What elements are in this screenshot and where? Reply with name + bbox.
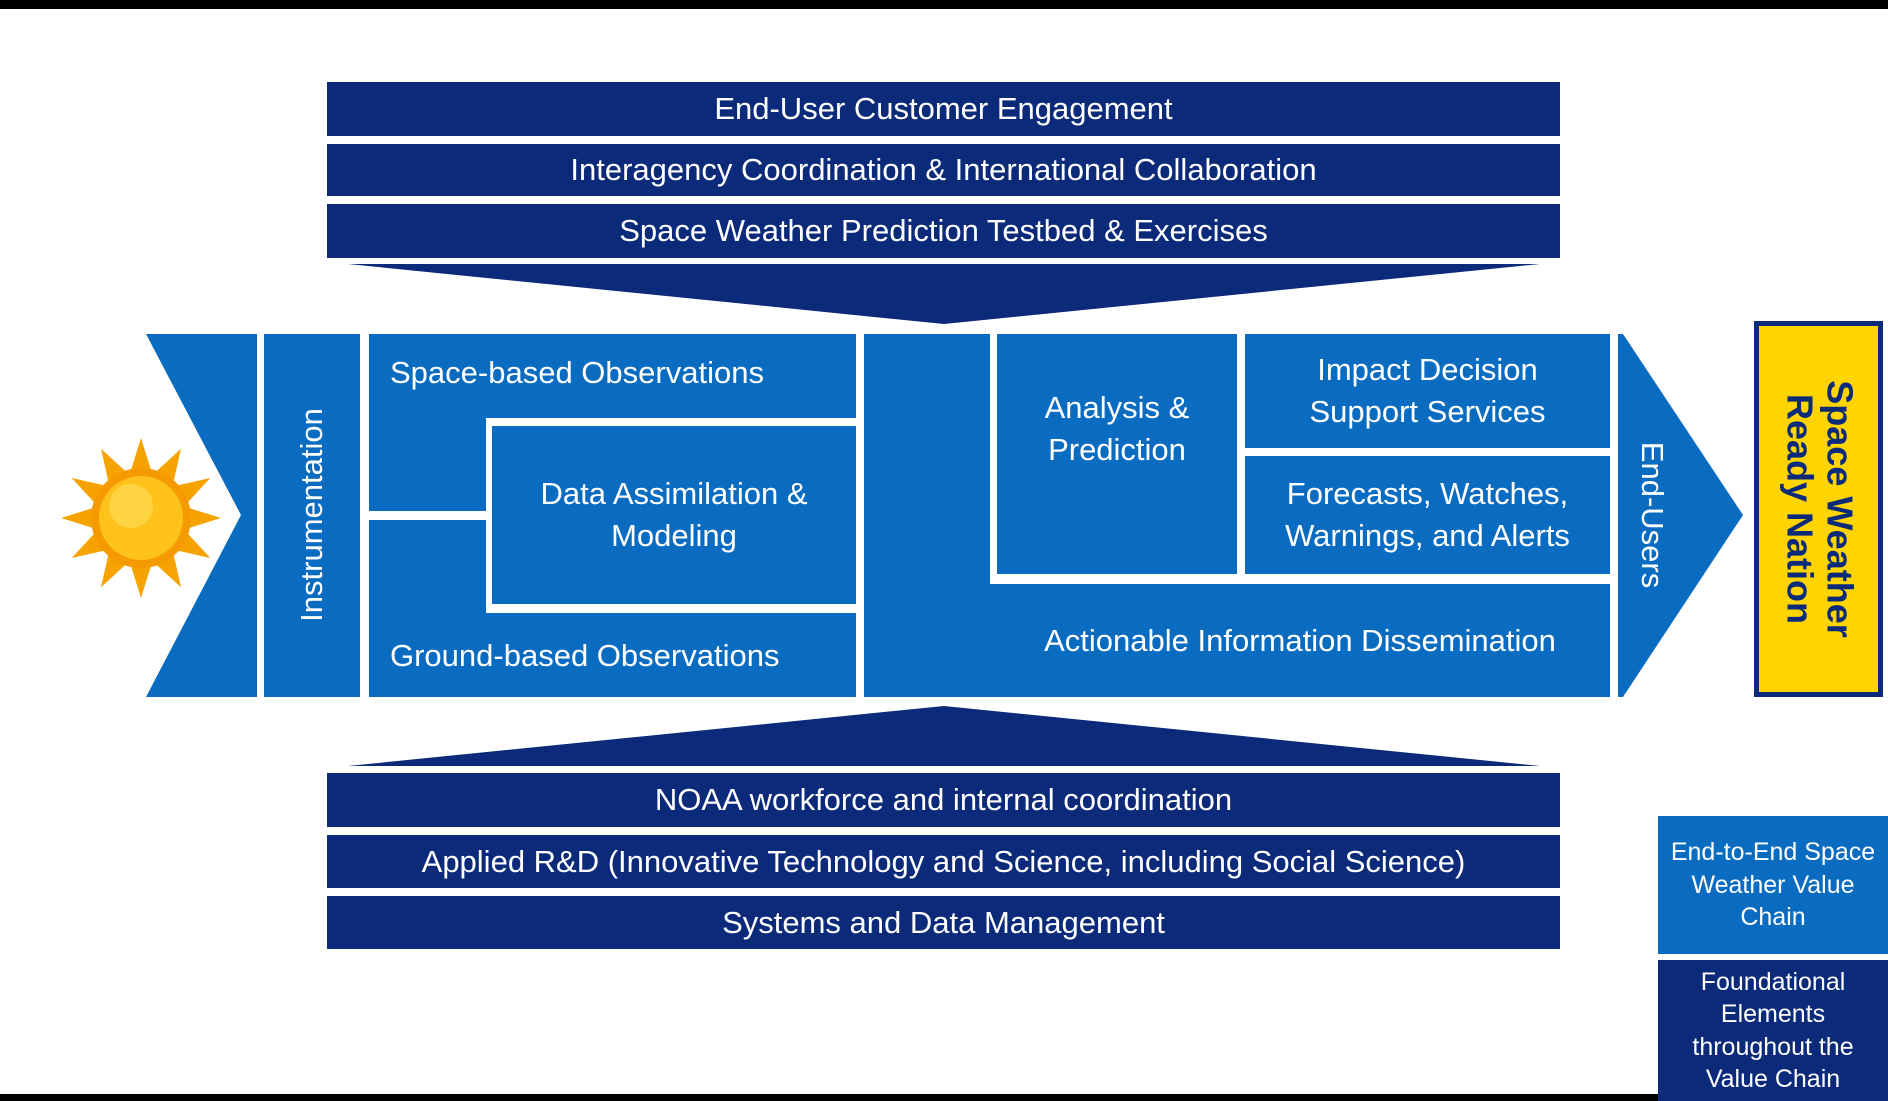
bar-prediction-testbed: Space Weather Prediction Testbed & Exerc… — [327, 204, 1560, 258]
dissemination-label: Actionable Information Dissemination — [1044, 622, 1556, 658]
data-assimilation-block: Data Assimilation & Modeling — [492, 426, 856, 604]
end-users-chevron — [1623, 334, 1743, 697]
sun-icon — [61, 438, 221, 598]
ready-nation-line2: Ready Nation — [1779, 393, 1820, 625]
ready-nation-label: Space Weather Ready Nation — [1779, 380, 1860, 637]
dissemination-block: Actionable Information Dissemination — [990, 584, 1610, 697]
bar-interagency-coordination: Interagency Coordination & International… — [327, 144, 1560, 196]
space-obs-label: Space-based Observations — [390, 355, 764, 390]
impact-dss-label: Impact Decision Support Services — [1309, 352, 1546, 429]
forecasts-label: Forecasts, Watches, Warnings, and Alerts — [1285, 476, 1570, 553]
instrumentation-label: Instrumentation — [294, 408, 329, 622]
impact-dss-block: Impact Decision Support Services — [1245, 334, 1610, 448]
bottom-funnel-arrow — [348, 706, 1540, 766]
start-chevron — [146, 334, 257, 697]
bar-systems-data: Systems and Data Management — [327, 896, 1560, 949]
ready-nation-line1: Space Weather — [1819, 380, 1861, 638]
end-users-label: End-Users — [1635, 441, 1670, 589]
data-assimilation-label: Data Assimilation & Modeling — [540, 476, 808, 553]
ground-obs-block — [369, 613, 856, 697]
legend-foundational: Foundational Elements throughout the Val… — [1658, 960, 1888, 1101]
forecasts-block: Forecasts, Watches, Warnings, and Alerts — [1245, 456, 1610, 574]
instrumentation-block — [264, 334, 360, 697]
bar-applied-rd: Applied R&D (Innovative Technology and S… — [327, 835, 1560, 888]
hub-block — [864, 334, 990, 697]
analysis-prediction-label: Analysis & Prediction — [1044, 390, 1190, 467]
legend-value-chain: End-to-End Space Weather Value Chain — [1658, 816, 1888, 954]
ground-obs-block-upper — [369, 520, 486, 613]
analysis-prediction-block: Analysis & Prediction — [997, 334, 1237, 574]
ready-nation-box — [1754, 321, 1883, 697]
top-funnel-arrow — [348, 264, 1540, 324]
bar-end-user-engagement: End-User Customer Engagement — [327, 82, 1560, 136]
bar-noaa-workforce: NOAA workforce and internal coordination — [327, 773, 1560, 827]
ground-obs-label: Ground-based Observations — [390, 638, 780, 673]
end-users-block — [1618, 334, 1623, 697]
space-obs-block-lower — [369, 418, 486, 511]
space-obs-block — [369, 334, 856, 418]
